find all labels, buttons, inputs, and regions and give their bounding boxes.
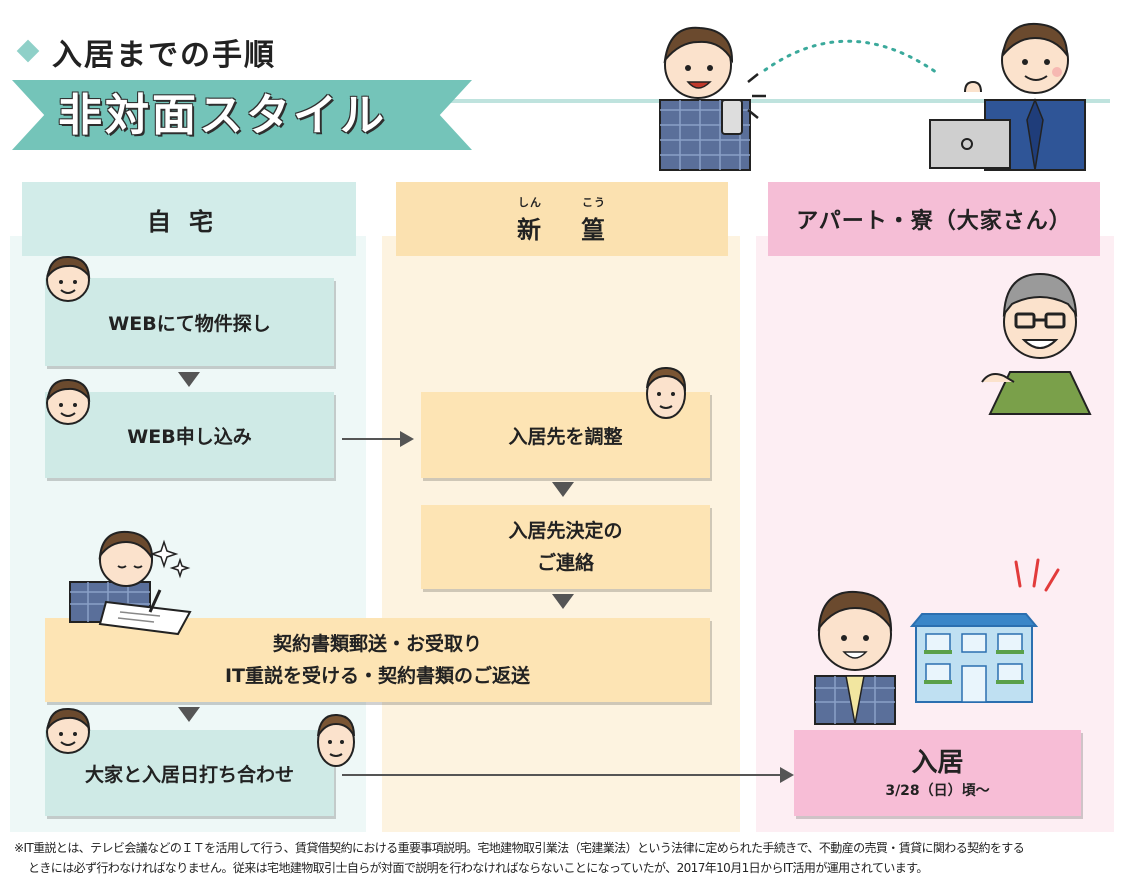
step-move-in-label: 入居 — [911, 748, 964, 778]
student-signing-illustration — [69, 530, 192, 636]
ruby-shin: しん — [518, 195, 542, 209]
student-excited-illustration — [814, 590, 896, 725]
step-web-apply-label: WEB申し込み — [127, 425, 252, 448]
apartment-column-header: アパート・寮（大家さん） — [768, 182, 1100, 256]
arrow-down-icon — [178, 707, 200, 722]
student-face-icon — [46, 707, 91, 754]
step-contract-documents: 契約書類郵送・お受取り IT重説を受ける・契約書類のご返送 — [45, 618, 710, 702]
header-divider — [420, 99, 1110, 103]
step-contract-line1: 契約書類郵送・お受取り — [272, 633, 482, 655]
footnote-line1: ※IT重説とは、テレビ会議などのＩＴを活用して行う、賃貸借契約における重要事項説… — [14, 841, 1025, 855]
step-web-search: WEBにて物件探し — [45, 278, 334, 366]
arrow-down-icon — [552, 482, 574, 497]
step-decision-notice: 入居先決定の ご連絡 — [421, 505, 710, 589]
agent-with-laptop-illustration — [929, 22, 1086, 171]
arrow-down-icon — [178, 372, 200, 387]
arrow-down-icon — [552, 594, 574, 609]
step-adjust-residence-label: 入居先を調整 — [508, 425, 623, 448]
home-column-header: 自宅 — [22, 182, 356, 256]
excitement-lines-icon — [1014, 558, 1060, 592]
step-decision-line2: ご連絡 — [536, 552, 594, 574]
footnote-line2: ときには必ず行わなければなりません。従来は宅地建物取引士自らが対面で説明を行わな… — [28, 861, 928, 875]
arrow-meeting-to-movein-line — [342, 774, 782, 776]
label-char-kou: 篁 — [581, 215, 607, 244]
connection-dotted-arc — [763, 39, 942, 77]
step-web-apply: WEB申し込み — [45, 392, 334, 478]
step-decision-line1: 入居先決定の — [508, 520, 623, 542]
step-landlord-meeting: 大家と入居日打ち合わせ — [45, 730, 334, 816]
label-char-shin: 新 — [517, 215, 543, 244]
banner-title: 非対面スタイル — [58, 90, 387, 141]
arrow-apply-to-adjust-line — [342, 438, 402, 440]
landlord-illustration — [981, 272, 1092, 415]
student-with-phone-illustration — [659, 26, 766, 171]
arrow-right-icon — [400, 431, 414, 447]
section-title: 入居までの手順 — [52, 38, 276, 73]
banner-ribbon — [12, 80, 472, 150]
apartment-building-icon — [909, 613, 1039, 703]
step-contract-line2: IT重説を受ける・契約書類のご返送 — [224, 665, 531, 687]
step-move-in-date: 3/28（日）頃～ — [885, 783, 990, 799]
step-web-search-label: WEBにて物件探し — [108, 312, 271, 335]
new-college-column-header: しん 新 こう 篁 — [396, 182, 728, 256]
step-move-in: 入居 3/28（日）頃～ — [794, 730, 1081, 816]
footnote: ※IT重説とは、テレビ会議などのＩＴを活用して行う、賃貸借契約における重要事項説… — [14, 838, 1118, 878]
student-face-icon — [46, 378, 91, 425]
staff-face-icon — [646, 366, 687, 419]
step-landlord-meeting-label: 大家と入居日打ち合わせ — [84, 763, 294, 786]
ruby-kou: こう — [582, 195, 606, 209]
arrow-right-icon — [780, 767, 794, 783]
diamond-bullet-icon — [16, 39, 40, 63]
student-face-icon — [46, 255, 91, 302]
staff-face-icon — [317, 713, 355, 767]
